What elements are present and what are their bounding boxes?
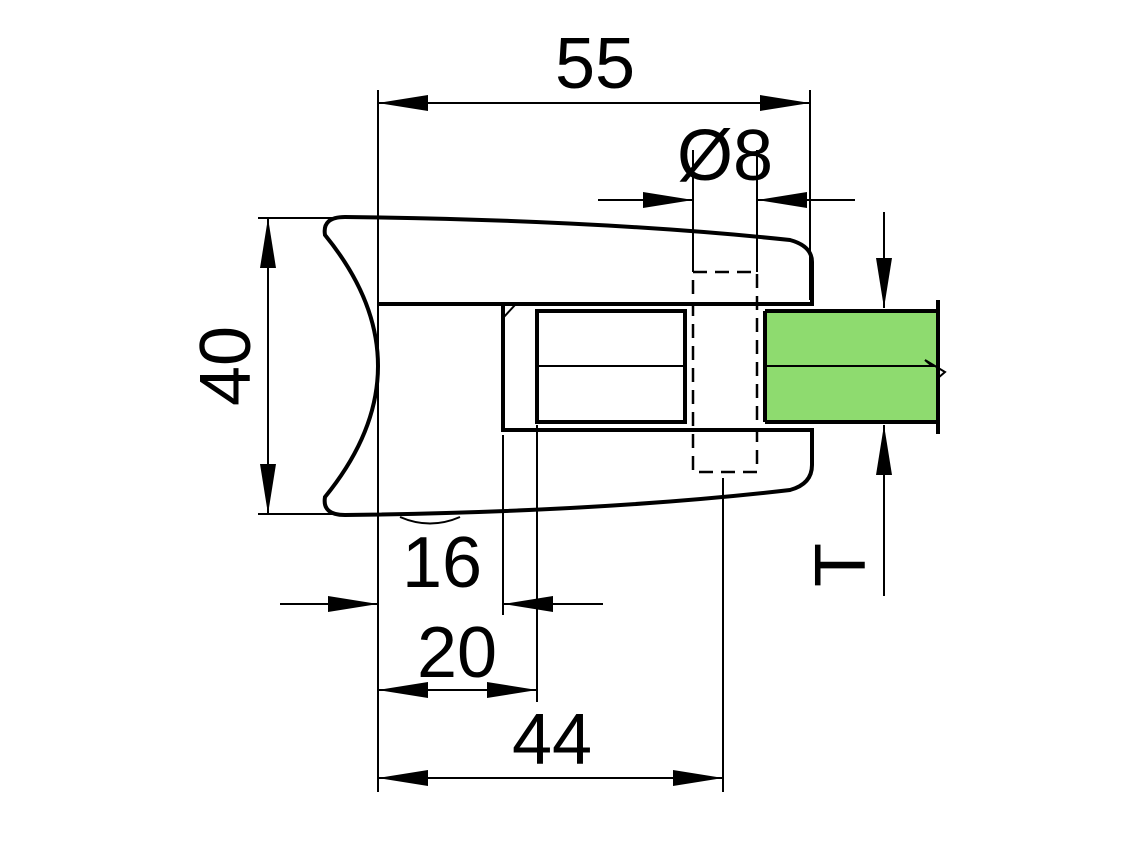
dimension-16: 16 <box>280 435 603 615</box>
dimension-label-t: T <box>801 543 881 587</box>
clamp-body <box>322 214 814 525</box>
dimension-label-40: 40 <box>186 326 266 406</box>
dimension-55: 55 <box>377 24 811 792</box>
dimension-label-d8: Ø8 <box>677 116 773 196</box>
dimension-40: 40 <box>186 217 340 515</box>
dimension-label-20: 20 <box>417 613 497 693</box>
dimension-label-44: 44 <box>512 700 592 780</box>
dimension-thickness: T <box>801 212 892 596</box>
dimension-44: 44 <box>378 478 724 792</box>
dimension-label-16: 16 <box>402 523 482 603</box>
dimension-label-55: 55 <box>555 24 635 104</box>
glass-panel <box>535 300 947 434</box>
dimension-bolt-diameter: Ø8 <box>598 116 855 272</box>
dimension-20: 20 <box>378 425 538 702</box>
bolt-outline <box>691 270 759 474</box>
